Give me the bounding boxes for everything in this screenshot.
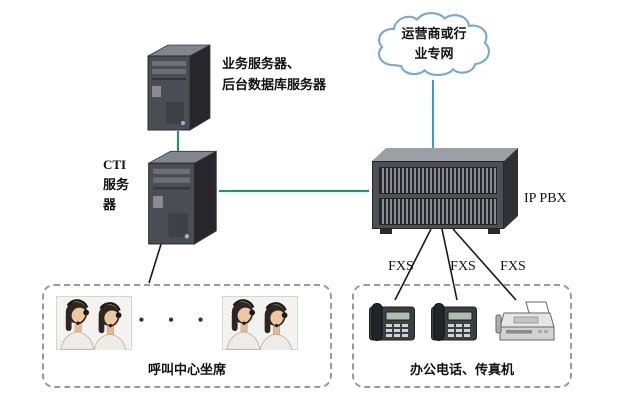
office-phone-icon <box>369 303 415 341</box>
business-server-icon <box>147 44 211 131</box>
ip-pbx-foot <box>380 229 392 234</box>
cti-server-icon <box>148 150 217 245</box>
ellipsis: • • • <box>138 312 214 329</box>
ip-pbx-top <box>372 148 518 161</box>
ip-pbx-slot-row <box>379 167 497 194</box>
fxs-label-3: FXS <box>500 259 526 274</box>
ip-pbx-label: IP PBX <box>524 191 567 206</box>
fax-machine-icon <box>495 301 555 341</box>
call-center-label: 呼叫中心坐席 <box>147 362 226 377</box>
call-center-agents-photo <box>56 296 132 350</box>
call-center-agents-photo <box>222 296 298 350</box>
fxs-label-2: FXS <box>450 259 476 274</box>
office-devices-label: 办公电话、传真机 <box>409 362 514 377</box>
office-devices-group <box>352 284 572 388</box>
ip-pbx-slot-row <box>379 198 497 225</box>
cloud-label: 运营商或行 业专网 <box>401 26 467 61</box>
ip-pbx-side <box>504 148 518 229</box>
ip-pbx-foot <box>488 229 500 234</box>
ip-pbx-icon <box>372 161 504 229</box>
fxs-label-1: FXS <box>388 259 414 274</box>
cloud-icon <box>377 11 490 77</box>
business-server-label: 业务服务器、 后台数据库服务器 <box>222 56 327 92</box>
office-phone-icon <box>431 303 477 341</box>
call-center-group <box>42 284 332 388</box>
cti-server-label: CTI 服务 器 <box>103 157 130 213</box>
cloud-shape <box>377 11 490 77</box>
